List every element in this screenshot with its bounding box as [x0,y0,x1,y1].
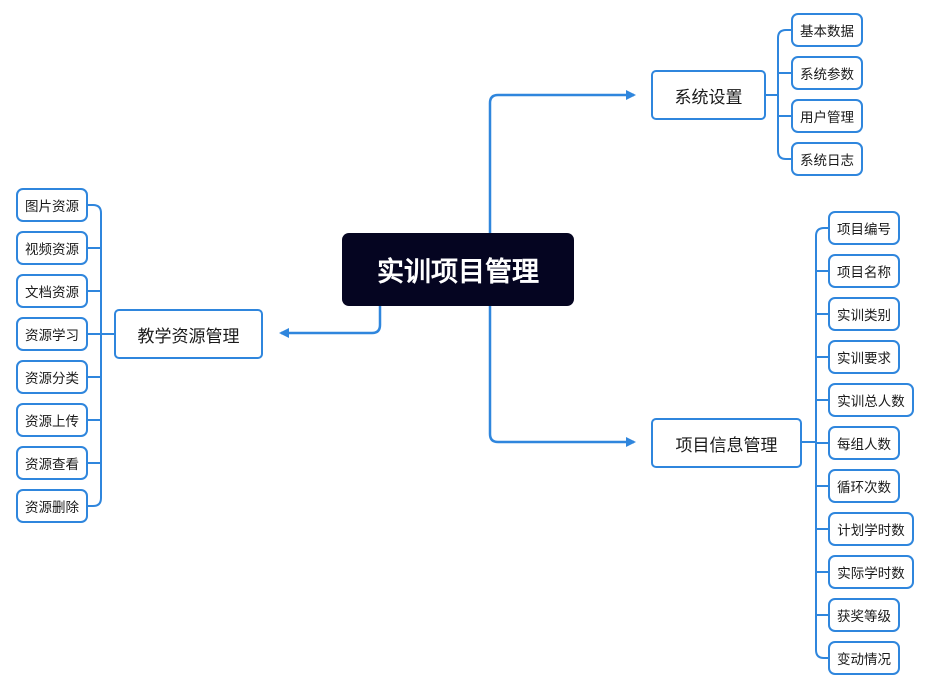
leaf-planned-hours[interactable]: 计划学时数 [828,512,914,546]
link-root-project-info [488,306,636,447]
leaf-project-name[interactable]: 项目名称 [828,254,900,288]
leaf-basic-data[interactable]: 基本数据 [791,13,863,47]
leaf-resource-learning[interactable]: 资源学习 [16,317,88,351]
leaf-project-number[interactable]: 项目编号 [828,211,900,245]
branch-system-settings[interactable]: 系统设置 [651,70,766,120]
leaf-resource-delete[interactable]: 资源删除 [16,489,88,523]
leaf-user-management[interactable]: 用户管理 [791,99,863,133]
leaf-total-trainees[interactable]: 实训总人数 [828,383,914,417]
leaf-actual-hours[interactable]: 实际学时数 [828,555,914,589]
leaf-system-log[interactable]: 系统日志 [791,142,863,176]
leaf-system-params[interactable]: 系统参数 [791,56,863,90]
leaf-training-category[interactable]: 实训类别 [828,297,900,331]
leaf-group-size[interactable]: 每组人数 [828,426,900,460]
leaf-resource-view[interactable]: 资源查看 [16,446,88,480]
leaf-video-resources[interactable]: 视频资源 [16,231,88,265]
leaf-cycle-count[interactable]: 循环次数 [828,469,900,503]
branch-teaching-resources[interactable]: 教学资源管理 [114,309,263,359]
leaf-changes[interactable]: 变动情况 [828,641,900,675]
leaf-resource-upload[interactable]: 资源上传 [16,403,88,437]
link-root-teaching-resources [279,306,382,338]
branch-project-info[interactable]: 项目信息管理 [651,418,802,468]
leaf-award-level[interactable]: 获奖等级 [828,598,900,632]
leaf-document-resources[interactable]: 文档资源 [16,274,88,308]
root-node[interactable]: 实训项目管理 [342,233,574,306]
leaf-image-resources[interactable]: 图片资源 [16,188,88,222]
leaf-resource-category[interactable]: 资源分类 [16,360,88,394]
link-root-system-settings [488,90,636,233]
leaf-training-requirements[interactable]: 实训要求 [828,340,900,374]
